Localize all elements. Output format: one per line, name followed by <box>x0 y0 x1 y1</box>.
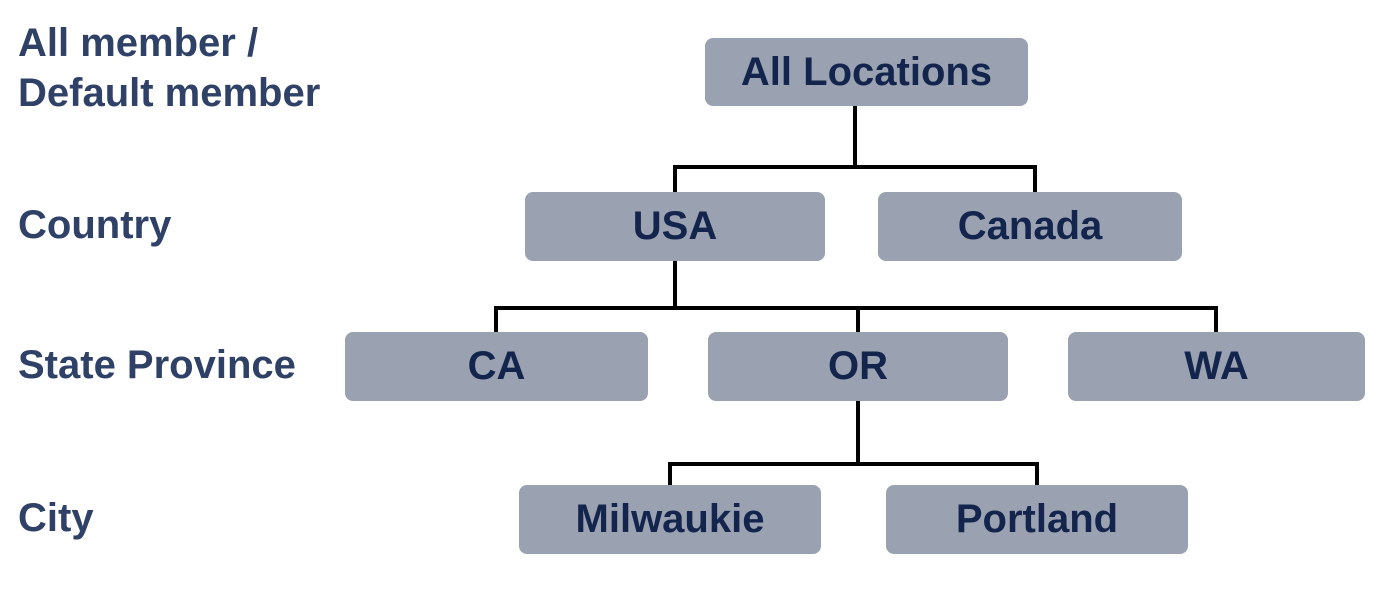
row-label-state-province: State Province <box>18 343 296 387</box>
connector-city-bus <box>668 462 1039 466</box>
node-ca: CA <box>345 332 648 401</box>
row-label-country: Country <box>18 203 172 247</box>
connector-country-bus <box>673 165 1037 169</box>
connector-canada-stub <box>1033 165 1037 194</box>
connector-usa-drop <box>673 259 677 310</box>
node-or: OR <box>708 332 1008 401</box>
node-all-locations: All Locations <box>705 38 1028 106</box>
connector-ca-stub <box>494 306 498 334</box>
node-canada: Canada <box>878 192 1182 261</box>
connector-wa-stub <box>1214 306 1218 334</box>
node-usa: USA <box>525 192 825 261</box>
connector-or-stub <box>856 306 860 334</box>
connector-portland-stub <box>1035 462 1039 487</box>
node-portland: Portland <box>886 485 1188 554</box>
connector-usa-stub <box>673 165 677 194</box>
node-wa: WA <box>1068 332 1365 401</box>
row-label-all-member: All member / Default member <box>18 21 321 115</box>
row-label-city: City <box>18 496 94 540</box>
node-milwaukie: Milwaukie <box>519 485 821 554</box>
connector-all-locations-drop <box>853 104 857 169</box>
connector-milwaukie-stub <box>668 462 672 487</box>
connector-or-drop <box>856 399 860 466</box>
